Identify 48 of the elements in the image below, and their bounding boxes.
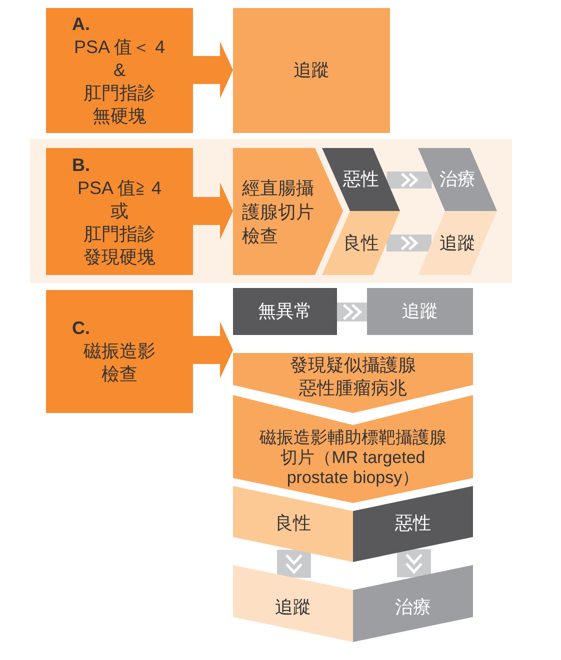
node-label: & (113, 59, 126, 82)
parallelogram-box (322, 211, 400, 275)
parallelogram-box (233, 565, 353, 642)
section-letter: B. (72, 154, 90, 177)
node-label: 肛門指診發現硬塊 (82, 223, 156, 269)
node-label: 惡性 (395, 512, 431, 534)
result-box (367, 288, 473, 335)
block-arrow (193, 322, 233, 378)
process-box (46, 148, 193, 275)
result-box (233, 288, 337, 335)
chevron-box (233, 148, 343, 275)
node-label: 經直腸攝護腺切片檢查 (242, 176, 315, 248)
parallelogram-box (353, 565, 473, 642)
node-label: 無異常 (258, 300, 312, 323)
chevron-connector (386, 234, 432, 252)
parallelogram-box (418, 211, 497, 275)
node-label: 治療 (395, 596, 431, 618)
process-box (46, 290, 193, 413)
chevron-box (233, 395, 473, 503)
node-label: 發現疑似攝護腺惡性腫瘤病兆 (288, 354, 417, 400)
node-label: 良性 (343, 232, 379, 254)
background-band (30, 139, 512, 283)
node-label: PSA 值≧ 4 (77, 177, 162, 200)
node-label: 肛門指診無硬塊 (82, 82, 156, 128)
parallelogram-box (322, 148, 400, 211)
block-arrow (193, 42, 233, 98)
process-box (233, 8, 390, 133)
parallelogram-box (233, 486, 353, 562)
section-letter: A. (72, 13, 90, 36)
node-label: 追蹤 (275, 596, 311, 618)
process-box (46, 8, 193, 133)
node-label: 磁振造影輔助標靶攝護腺切片（MR targeted prostate biopsy） (258, 428, 448, 488)
node-label: 治療 (440, 168, 476, 191)
node-label: 或 (110, 200, 128, 223)
node-label: 惡性 (343, 168, 379, 191)
chevron-connector (277, 550, 311, 578)
node-label: 良性 (275, 512, 311, 534)
node-label: 追蹤 (294, 59, 330, 82)
chevron-connector (397, 549, 431, 578)
node-label: PSA 值＜ 4 (74, 36, 166, 59)
block-arrow (193, 182, 233, 240)
node-label: 追蹤 (402, 300, 438, 323)
parallelogram-box (418, 148, 497, 211)
parallelogram-box (353, 486, 473, 562)
node-label: 磁振造影檢查 (82, 340, 156, 386)
node-label: 追蹤 (440, 232, 476, 254)
chevron-connector (337, 302, 367, 322)
section-letter: C. (72, 317, 90, 340)
